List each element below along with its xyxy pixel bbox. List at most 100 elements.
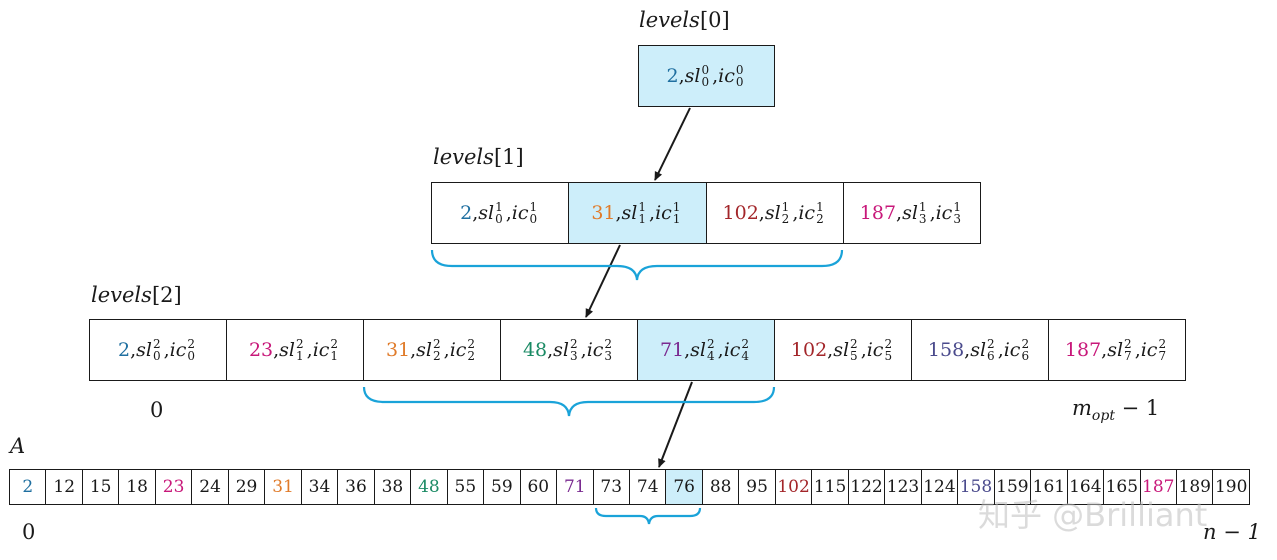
ic-symbol: ic	[449, 339, 467, 361]
index-subscript: 0	[152, 349, 161, 363]
node-key: 2	[117, 339, 131, 361]
sl-symbol: sl	[902, 202, 918, 224]
levels-2-label: levels[2]	[91, 283, 182, 307]
level-superscript: 2	[467, 337, 476, 351]
array-value: 161	[1032, 477, 1066, 497]
index-subscript: 3	[570, 349, 578, 363]
array-cell: 73	[594, 470, 630, 504]
array-cell: 189	[1177, 470, 1214, 504]
array-value: 88	[709, 477, 732, 497]
array-value: 59	[491, 477, 513, 497]
array-value: 15	[89, 477, 112, 497]
brace-level-1	[430, 249, 844, 281]
index-subscript: 1	[638, 212, 647, 226]
array-cell: 76	[666, 470, 703, 504]
array-cell: 60	[521, 470, 558, 504]
array-cell: 123	[885, 470, 922, 504]
array-cell: 36	[338, 470, 375, 504]
array-value: 23	[162, 477, 185, 497]
array-cell: 161	[1031, 470, 1068, 504]
array-cell: 12	[46, 470, 83, 504]
levels-0-label: levels[0]	[639, 8, 730, 32]
sl-symbol: sl	[690, 339, 706, 361]
level-2-first-index: 0	[150, 398, 164, 422]
array-cell: 158	[958, 470, 995, 504]
array-cell: 18	[119, 470, 156, 504]
array-value: 95	[746, 477, 768, 497]
array-value: 190	[1214, 477, 1248, 497]
index-subscript: 1	[330, 349, 339, 363]
level-superscript: 1	[918, 200, 927, 214]
level-superscript: 1	[953, 200, 961, 214]
index-subscript: 5	[884, 349, 893, 363]
index-subscript: 2	[816, 212, 824, 226]
array-first-index: 0	[22, 520, 36, 544]
array-value: 60	[527, 477, 550, 497]
level-superscript: 2	[1021, 337, 1030, 351]
index-subscript: 1	[296, 349, 304, 363]
index-subscript: 2	[433, 349, 441, 363]
index-subscript: 0	[187, 349, 195, 363]
array-cell: 55	[448, 470, 485, 504]
level-superscript: 2	[1124, 337, 1132, 351]
array-cell: 115	[812, 470, 849, 504]
array-value: 29	[235, 477, 258, 497]
level-superscript: 2	[604, 337, 613, 351]
level-superscript: 2	[152, 337, 161, 351]
ic-symbol: ic	[312, 339, 330, 361]
index-subscript: 6	[987, 349, 995, 363]
array-value: 76	[673, 477, 695, 497]
sl-symbol: sl	[478, 202, 495, 224]
array-cell: 74	[630, 470, 667, 504]
index-subscript: 0	[701, 75, 710, 89]
array-value: 102	[777, 477, 810, 497]
node-key: 48	[522, 339, 548, 361]
array-value: 124	[923, 477, 956, 497]
ic-symbol: ic	[718, 65, 735, 87]
index-subscript: 0	[529, 212, 538, 226]
ic-symbol: ic	[798, 202, 816, 224]
sl-symbol: sl	[684, 65, 701, 87]
level-superscript: 2	[987, 337, 995, 351]
array-cell: 15	[83, 470, 120, 504]
ic-symbol: ic	[1003, 339, 1021, 361]
node-key: 102	[790, 339, 828, 361]
index-subscript: 4	[707, 349, 715, 363]
array-cell: 165	[1104, 470, 1141, 504]
index-subscript: 3	[604, 349, 613, 363]
array-value: 122	[850, 477, 883, 497]
ic-symbol: ic	[511, 202, 529, 224]
ic-symbol: ic	[866, 339, 884, 361]
array-value: 2	[22, 477, 34, 497]
index-subscript: 2	[781, 212, 790, 226]
ic-symbol: ic	[723, 339, 741, 361]
array-value: 71	[563, 477, 586, 497]
array-cell: 95	[739, 470, 776, 504]
array-value: 123	[886, 477, 920, 497]
level-superscript: 2	[850, 337, 858, 351]
sl-symbol: sl	[1107, 339, 1124, 361]
levels-1-label: levels[1]	[433, 145, 524, 169]
level-superscript: 2	[707, 337, 715, 351]
array-cell: 124	[922, 470, 959, 504]
array-value: 36	[345, 477, 367, 497]
level-superscript: 1	[529, 200, 538, 214]
level-superscript: 2	[330, 337, 339, 351]
array-value: 55	[454, 477, 477, 497]
level-superscript: 0	[701, 63, 710, 77]
level-superscript: 2	[433, 337, 441, 351]
brace-level-2	[362, 386, 776, 417]
node-key: 71	[659, 339, 685, 361]
array-last-index: n − 1	[1203, 520, 1261, 544]
level-superscript: 1	[638, 200, 647, 214]
